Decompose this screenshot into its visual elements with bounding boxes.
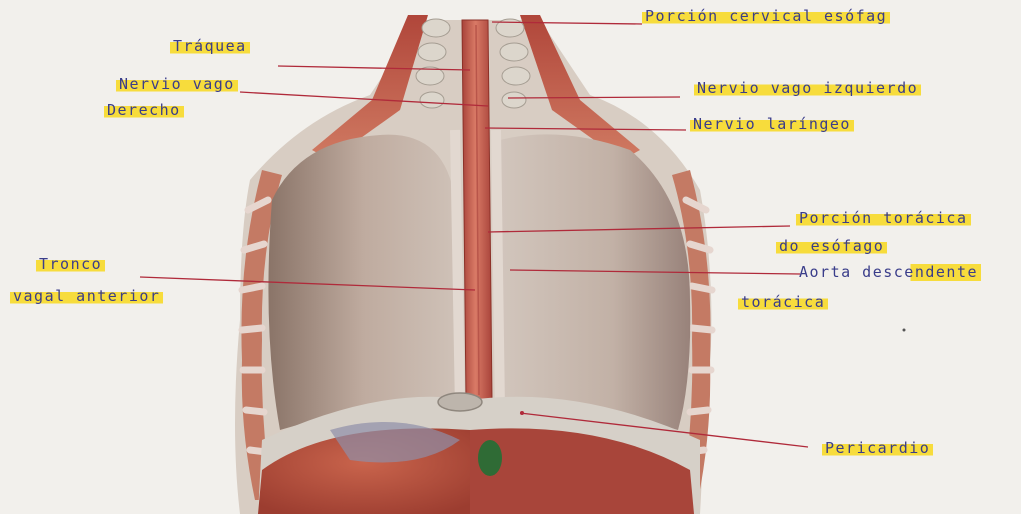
label-pericardio: Pericardio [822,440,933,457]
label-tronco-vagal-line1: Tronco [36,256,105,273]
label-nervio-laringeo: Nervio laríngeo [690,116,854,133]
label-traquea: Tráquea [170,38,250,55]
label-nervio-vago-izquierdo: Nervio vago izquierdo [694,80,921,97]
gallbladder [478,440,502,476]
label-porcion-cervical: Porción cervical esófag [642,8,890,25]
label-porcion-toracica-line2: do esófago [776,238,887,255]
right-lung [268,135,458,430]
label-aorta-line2: torácica [738,294,828,311]
label-nervio-vago-derecho-line2: Derecho [104,102,184,119]
label-aorta-line1: Aorta descendente [796,264,981,281]
label-nervio-vago-derecho-line1: Nervio vago [116,76,238,93]
label-tronco-vagal-line2: vagal anterior [10,288,163,305]
label-porcion-toracica-line1: Porción torácica [796,210,971,227]
